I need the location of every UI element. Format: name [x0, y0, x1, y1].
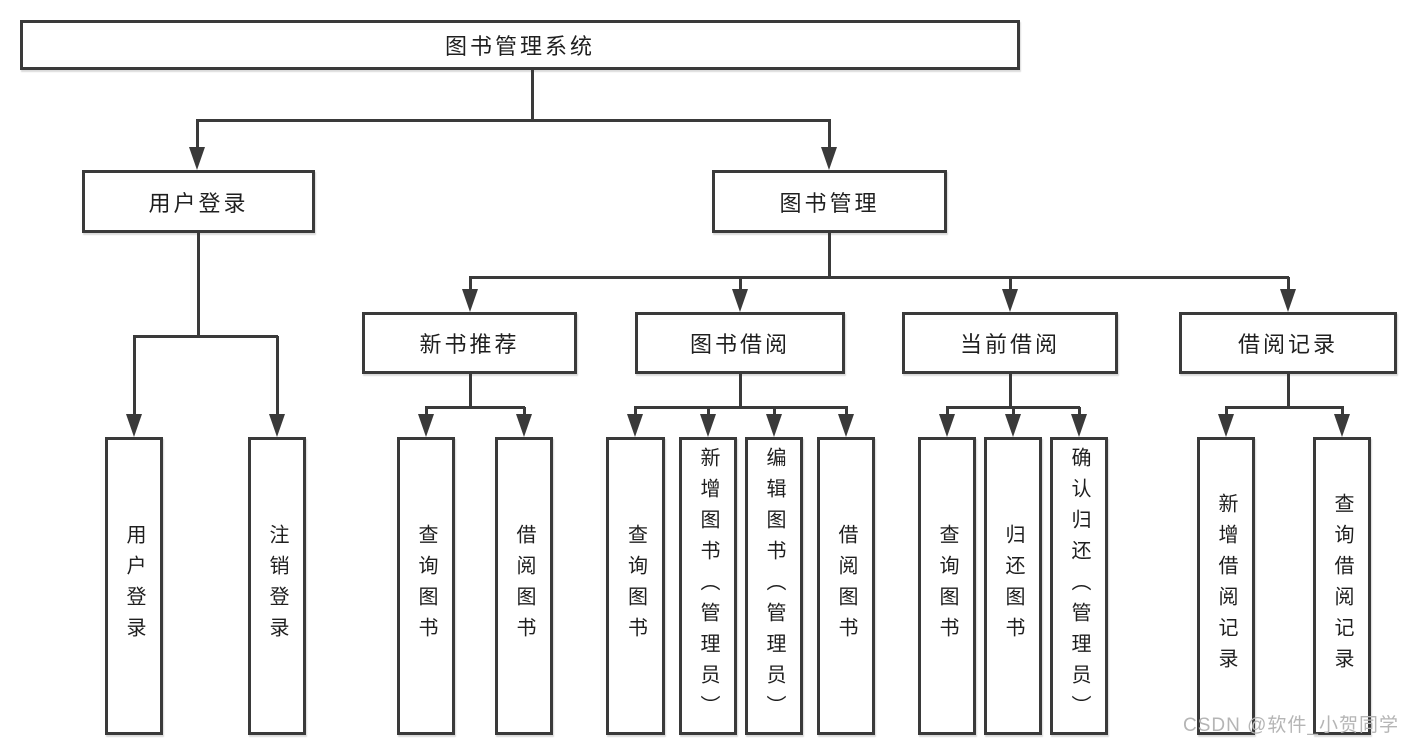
leaf-borrow-books-recommend-label: 借阅图书 [513, 524, 535, 648]
arrowhead-down-icon [939, 414, 955, 437]
leaf-query-books-recommend: 查询图书 [397, 437, 455, 735]
arrowhead-down-icon [418, 414, 434, 437]
arrowhead-down-icon [1218, 414, 1234, 437]
connector-line [634, 407, 637, 416]
node-current-borrowing: 当前借阅 [902, 312, 1118, 374]
connector-bar [133, 335, 278, 338]
leaf-query-books-borrowing-label: 查询图书 [624, 524, 647, 648]
connector-line [1225, 407, 1228, 416]
leaf-add-borrow-record: 新增借阅记录 [1197, 437, 1255, 735]
arrowhead-down-icon [1334, 414, 1350, 437]
leaf-borrow-books-borrowing-label: 借阅图书 [835, 524, 857, 648]
connector-line [739, 277, 742, 293]
connector-line [773, 407, 776, 416]
leaf-return-books: 归还图书 [984, 437, 1042, 735]
connector-bar [425, 406, 525, 409]
connector-line [196, 120, 199, 150]
connector-bar [634, 406, 848, 409]
connector-bar [196, 119, 831, 122]
connector-line [276, 336, 279, 414]
node-book-management-label: 图书管理 [779, 190, 880, 216]
arrowhead-down-icon [821, 147, 837, 170]
connector-line [946, 407, 949, 416]
leaf-query-borrow-record-label: 查询借阅记录 [1331, 493, 1353, 679]
arrowhead-down-icon [1071, 414, 1087, 437]
arrowhead-down-icon [1002, 289, 1018, 312]
leaf-add-borrow-record-label: 新增借阅记录 [1215, 493, 1237, 679]
connector-line [845, 407, 848, 416]
arrowhead-down-icon [732, 289, 748, 312]
connector-line [523, 407, 526, 416]
leaf-query-books-borrowing: 查询图书 [606, 437, 665, 735]
arrowhead-down-icon [269, 414, 285, 437]
node-root-label: 图书管理系统 [444, 34, 595, 59]
connector-bar [1225, 406, 1344, 409]
leaf-edit-book-admin: 编辑图书（管理员） [745, 437, 803, 735]
arrowhead-down-icon [189, 147, 205, 170]
leaf-logout-label: 注销登录 [266, 524, 288, 648]
leaf-query-books-current-label: 查询图书 [936, 524, 958, 648]
arrowhead-down-icon [1005, 414, 1021, 437]
arrowhead-down-icon [627, 414, 643, 437]
arrowhead-down-icon [838, 414, 854, 437]
arrowhead-down-icon [516, 414, 532, 437]
arrowhead-down-icon [766, 414, 782, 437]
connector-line [531, 70, 534, 121]
node-book-borrowing-label: 图书借阅 [689, 332, 790, 357]
leaf-return-books-label: 归还图书 [1002, 524, 1024, 648]
arrowhead-down-icon [462, 289, 478, 312]
leaf-user-login-label: 用户登录 [123, 524, 145, 648]
arrowhead-down-icon [126, 414, 142, 437]
connector-line [1287, 277, 1290, 293]
connector-bar [469, 276, 1289, 279]
node-borrowing-records-label: 借阅记录 [1237, 332, 1338, 357]
leaf-edit-book-admin-label: 编辑图书（管理员） [763, 446, 785, 726]
leaf-query-books-recommend-label: 查询图书 [415, 524, 437, 648]
node-new-book-recommend: 新书推荐 [362, 312, 577, 374]
connector-line [133, 336, 136, 414]
leaf-add-book-admin: 新增图书（管理员） [679, 437, 737, 735]
node-new-book-recommend-label: 新书推荐 [419, 332, 520, 357]
node-root: 图书管理系统 [20, 20, 1020, 70]
arrowhead-down-icon [1280, 289, 1296, 312]
connector-line [1009, 277, 1012, 293]
connector-line [425, 407, 428, 416]
leaf-borrow-books-borrowing: 借阅图书 [817, 437, 875, 735]
leaf-user-login: 用户登录 [105, 437, 163, 735]
connector-line [1012, 407, 1015, 416]
node-book-management: 图书管理 [712, 170, 947, 233]
connector-line [1287, 374, 1290, 407]
connector-line [707, 407, 710, 416]
leaf-query-borrow-record: 查询借阅记录 [1313, 437, 1371, 735]
leaf-confirm-return-admin: 确认归还（管理员） [1050, 437, 1108, 735]
connector-line [1341, 407, 1344, 416]
leaf-borrow-books-recommend: 借阅图书 [495, 437, 553, 735]
connector-line [469, 277, 472, 293]
connector-line [828, 233, 831, 277]
leaf-confirm-return-admin-label: 确认归还（管理员） [1068, 446, 1090, 726]
connector-line [1078, 407, 1081, 416]
csdn-watermark: CSDN @软件_小贺同学 [1183, 715, 1399, 736]
connector-line [739, 374, 742, 407]
arrowhead-down-icon [700, 414, 716, 437]
node-current-borrowing-label: 当前借阅 [959, 332, 1060, 357]
node-book-borrowing: 图书借阅 [635, 312, 845, 374]
connector-line [197, 233, 200, 336]
node-user-login: 用户登录 [82, 170, 315, 233]
connector-line [828, 120, 831, 150]
leaf-query-books-current: 查询图书 [918, 437, 976, 735]
node-user-login-label: 用户登录 [148, 190, 249, 216]
leaf-add-book-admin-label: 新增图书（管理员） [697, 446, 719, 726]
leaf-logout: 注销登录 [248, 437, 306, 735]
connector-line [1009, 374, 1012, 407]
connector-line [469, 374, 472, 407]
node-borrowing-records: 借阅记录 [1179, 312, 1397, 374]
